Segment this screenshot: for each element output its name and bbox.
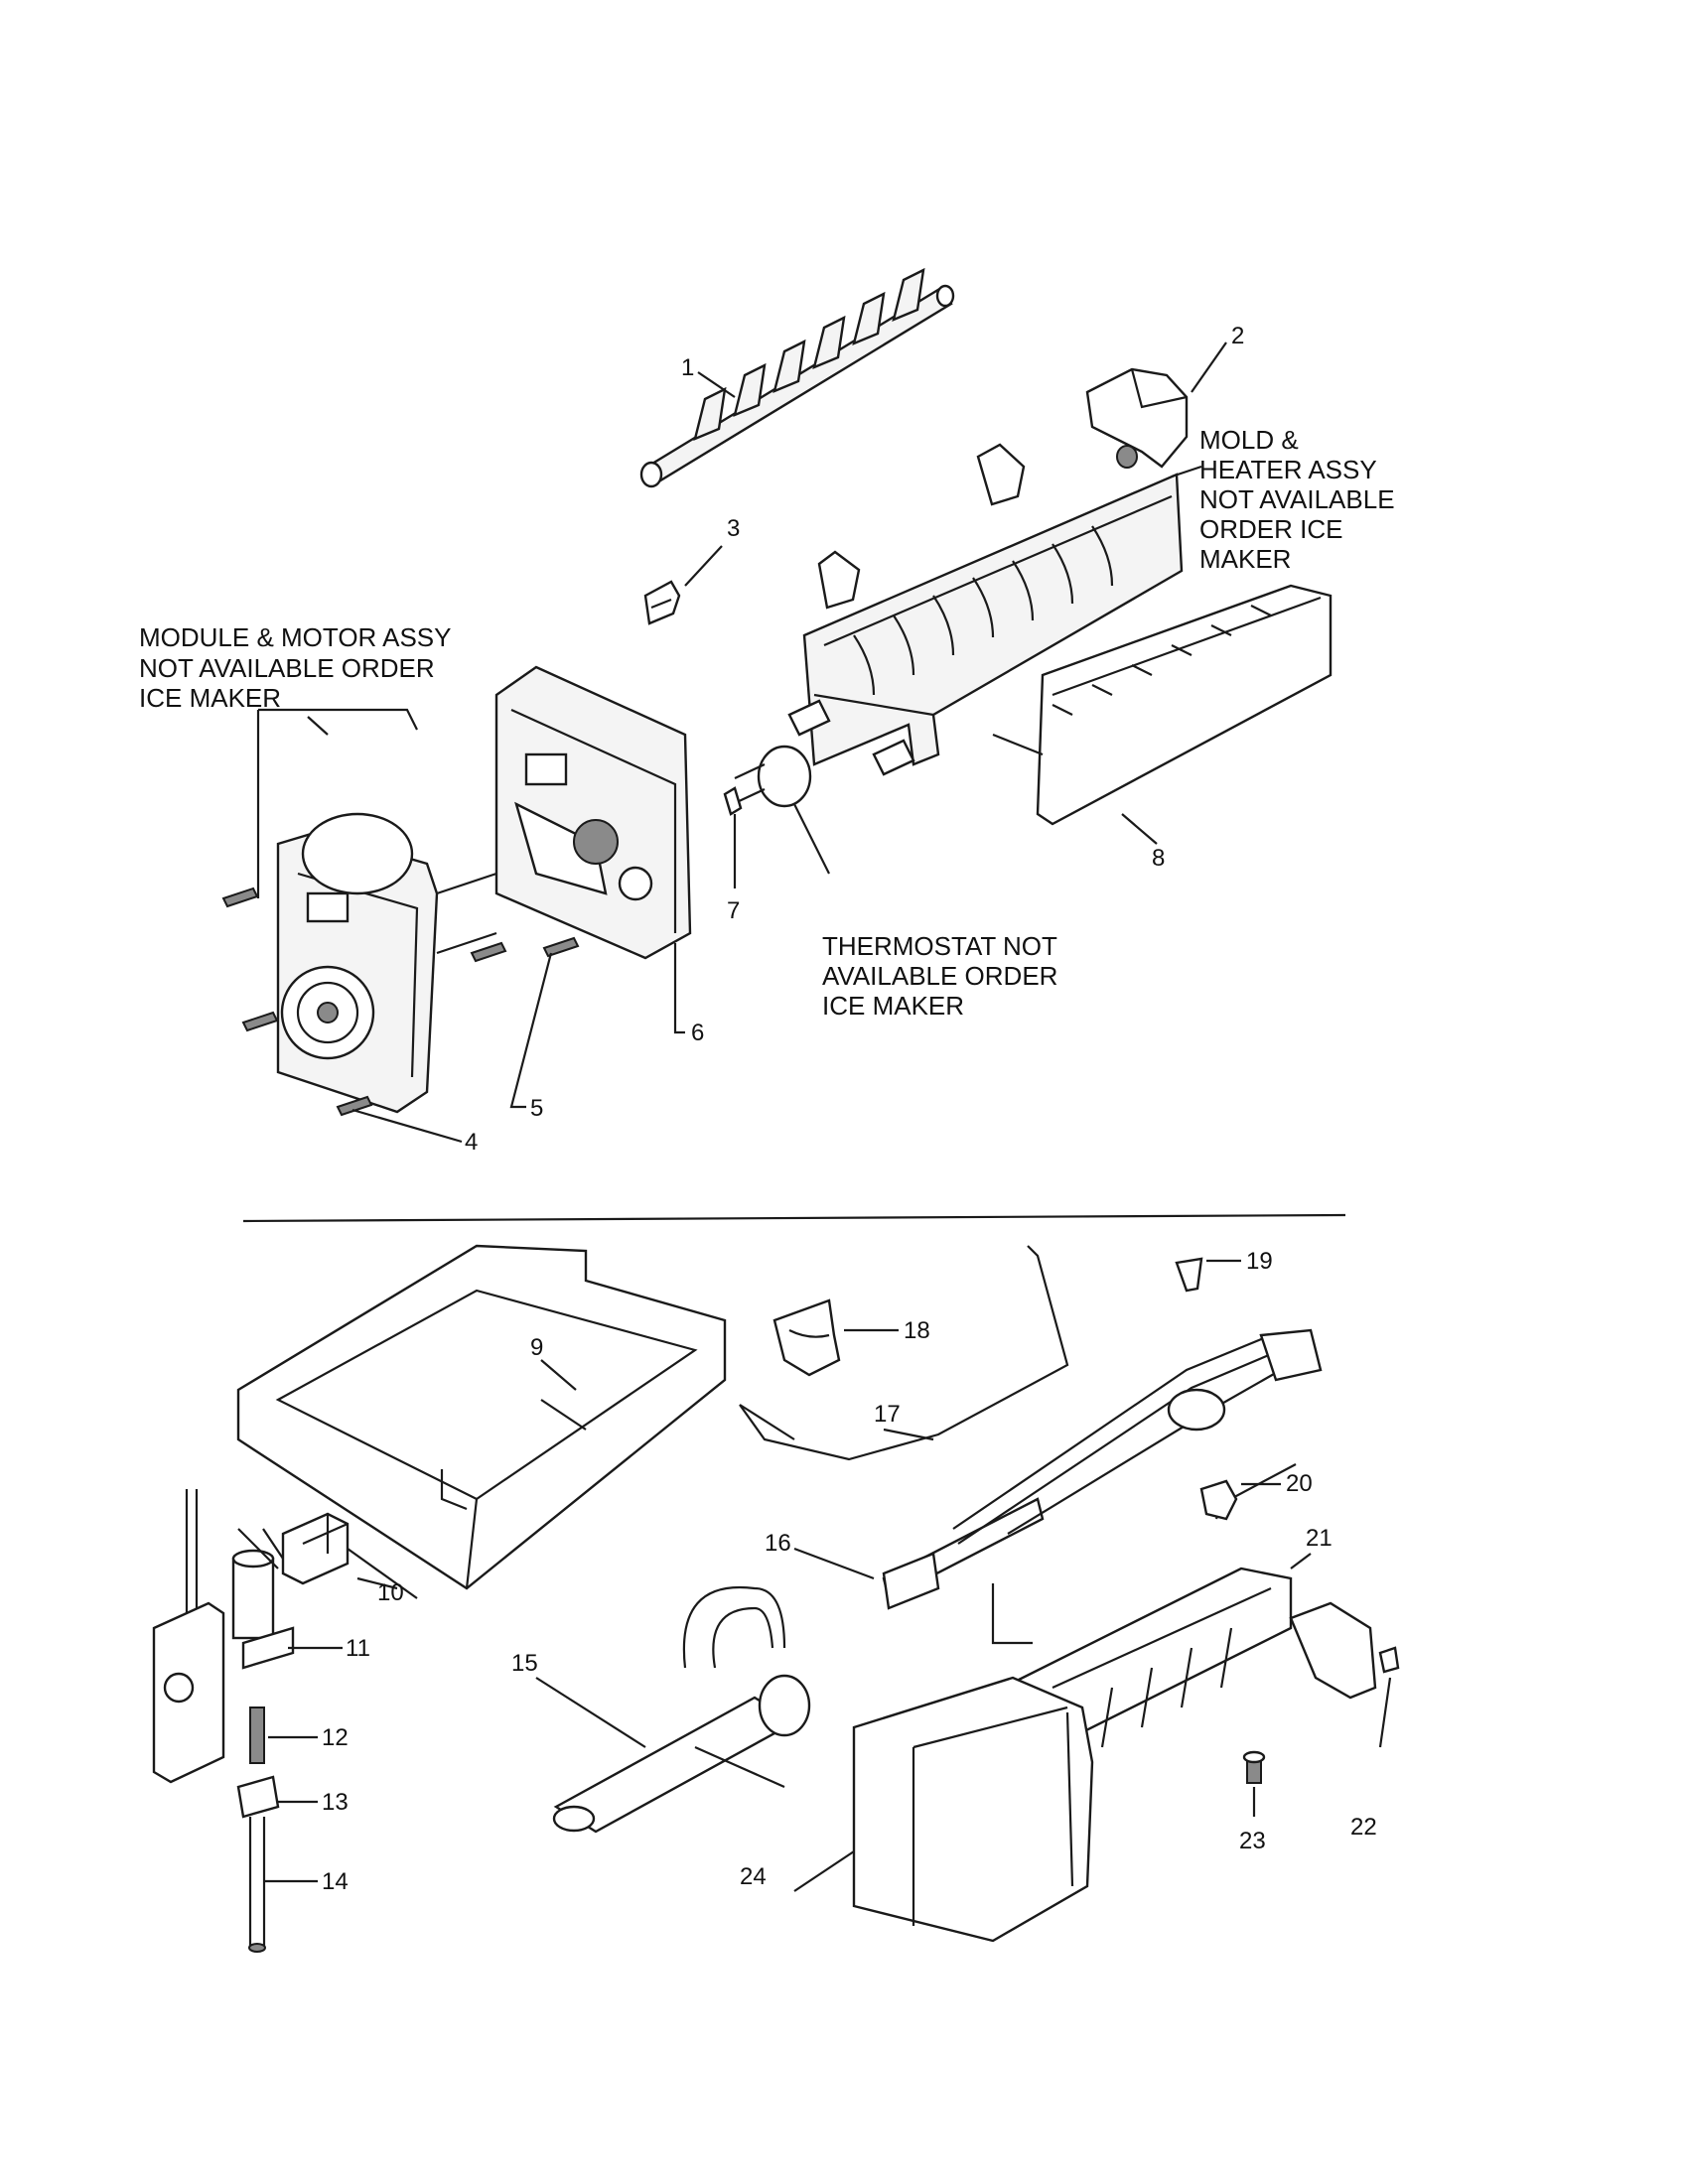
callout-6: 6 xyxy=(691,1020,704,1046)
svg-text:AVAILABLE ORDER: AVAILABLE ORDER xyxy=(822,961,1057,991)
callout-24: 24 xyxy=(740,1863,767,1890)
ejector-shaft-part-1 xyxy=(639,267,955,488)
callout-17: 17 xyxy=(874,1401,901,1428)
callout-3: 3 xyxy=(727,515,740,542)
callout-14: 14 xyxy=(322,1868,349,1895)
callout-12: 12 xyxy=(322,1724,349,1751)
svg-text:MOLD &: MOLD & xyxy=(1199,425,1299,455)
callout-9: 9 xyxy=(530,1334,543,1361)
clip-part-3 xyxy=(643,580,681,625)
ice-mold xyxy=(802,443,1184,766)
svg-text:ICE MAKER: ICE MAKER xyxy=(822,991,964,1021)
section-divider xyxy=(242,1213,1346,1223)
callout-15: 15 xyxy=(511,1650,538,1677)
plug-part-19 xyxy=(1175,1257,1203,1293)
note-module-motor: MODULE & MOTOR ASSY NOT AVAILABLE ORDER … xyxy=(139,622,451,713)
callout-5: 5 xyxy=(530,1095,543,1122)
housing-part-6 xyxy=(494,665,692,960)
ice-bin-part-9 xyxy=(236,1244,727,1590)
callout-11: 11 xyxy=(346,1635,370,1662)
svg-text:ICE MAKER: ICE MAKER xyxy=(139,683,281,713)
stripper-part-8 xyxy=(992,584,1333,826)
leader-lines-top xyxy=(256,341,1227,1144)
callout-labels: 1 2 3 4 5 6 7 8 9 10 11 12 13 14 15 16 1… xyxy=(322,323,1377,1895)
screws-part-4-5 xyxy=(221,887,580,1117)
callout-10: 10 xyxy=(377,1579,404,1606)
fill-tube-part-15 xyxy=(552,1585,811,1834)
module-motor-assembly xyxy=(276,812,497,1114)
callout-19: 19 xyxy=(1246,1248,1273,1275)
leader-lines-bottom xyxy=(264,1259,1392,1892)
water-valve-assembly xyxy=(152,1489,295,1953)
callout-22: 22 xyxy=(1350,1814,1377,1841)
note-thermostat: THERMOSTAT NOT AVAILABLE ORDER ICE MAKER xyxy=(822,931,1057,1021)
bail-arm-part-17 xyxy=(739,1245,1069,1461)
callout-4: 4 xyxy=(465,1129,478,1156)
svg-text:MODULE & MOTOR ASSY: MODULE & MOTOR ASSY xyxy=(139,622,451,652)
note-mold-heater: MOLD & HEATER ASSY NOT AVAILABLE ORDER I… xyxy=(1199,425,1395,574)
callout-8: 8 xyxy=(1152,845,1165,872)
svg-text:HEATER ASSY: HEATER ASSY xyxy=(1199,455,1377,484)
callout-2: 2 xyxy=(1231,323,1244,349)
svg-text:MAKER: MAKER xyxy=(1199,544,1291,574)
wiring-harness-part-16 xyxy=(882,1328,1323,1645)
connector-part-10 xyxy=(281,1512,418,1599)
callout-1: 1 xyxy=(681,354,694,381)
front-cover-part-24 xyxy=(852,1676,1094,1943)
callout-16: 16 xyxy=(765,1530,791,1557)
svg-text:NOT AVAILABLE ORDER: NOT AVAILABLE ORDER xyxy=(139,653,435,683)
svg-text:THERMOSTAT NOT: THERMOSTAT NOT xyxy=(822,931,1057,961)
clip-part-20 xyxy=(1199,1479,1238,1521)
svg-text:NOT AVAILABLE: NOT AVAILABLE xyxy=(1199,484,1395,514)
callout-13: 13 xyxy=(322,1789,349,1816)
clip-part-18 xyxy=(772,1298,841,1377)
thermostat-and-part-7 xyxy=(723,699,915,816)
svg-text:ORDER ICE: ORDER ICE xyxy=(1199,514,1342,544)
callout-7: 7 xyxy=(727,897,740,924)
callout-23: 23 xyxy=(1239,1828,1266,1854)
callout-18: 18 xyxy=(904,1317,930,1344)
callout-21: 21 xyxy=(1306,1525,1333,1552)
callout-20: 20 xyxy=(1286,1470,1313,1497)
bearing-part-2 xyxy=(1085,367,1189,469)
ice-maker-mechanism-parts-21-23 xyxy=(1011,1567,1400,1784)
